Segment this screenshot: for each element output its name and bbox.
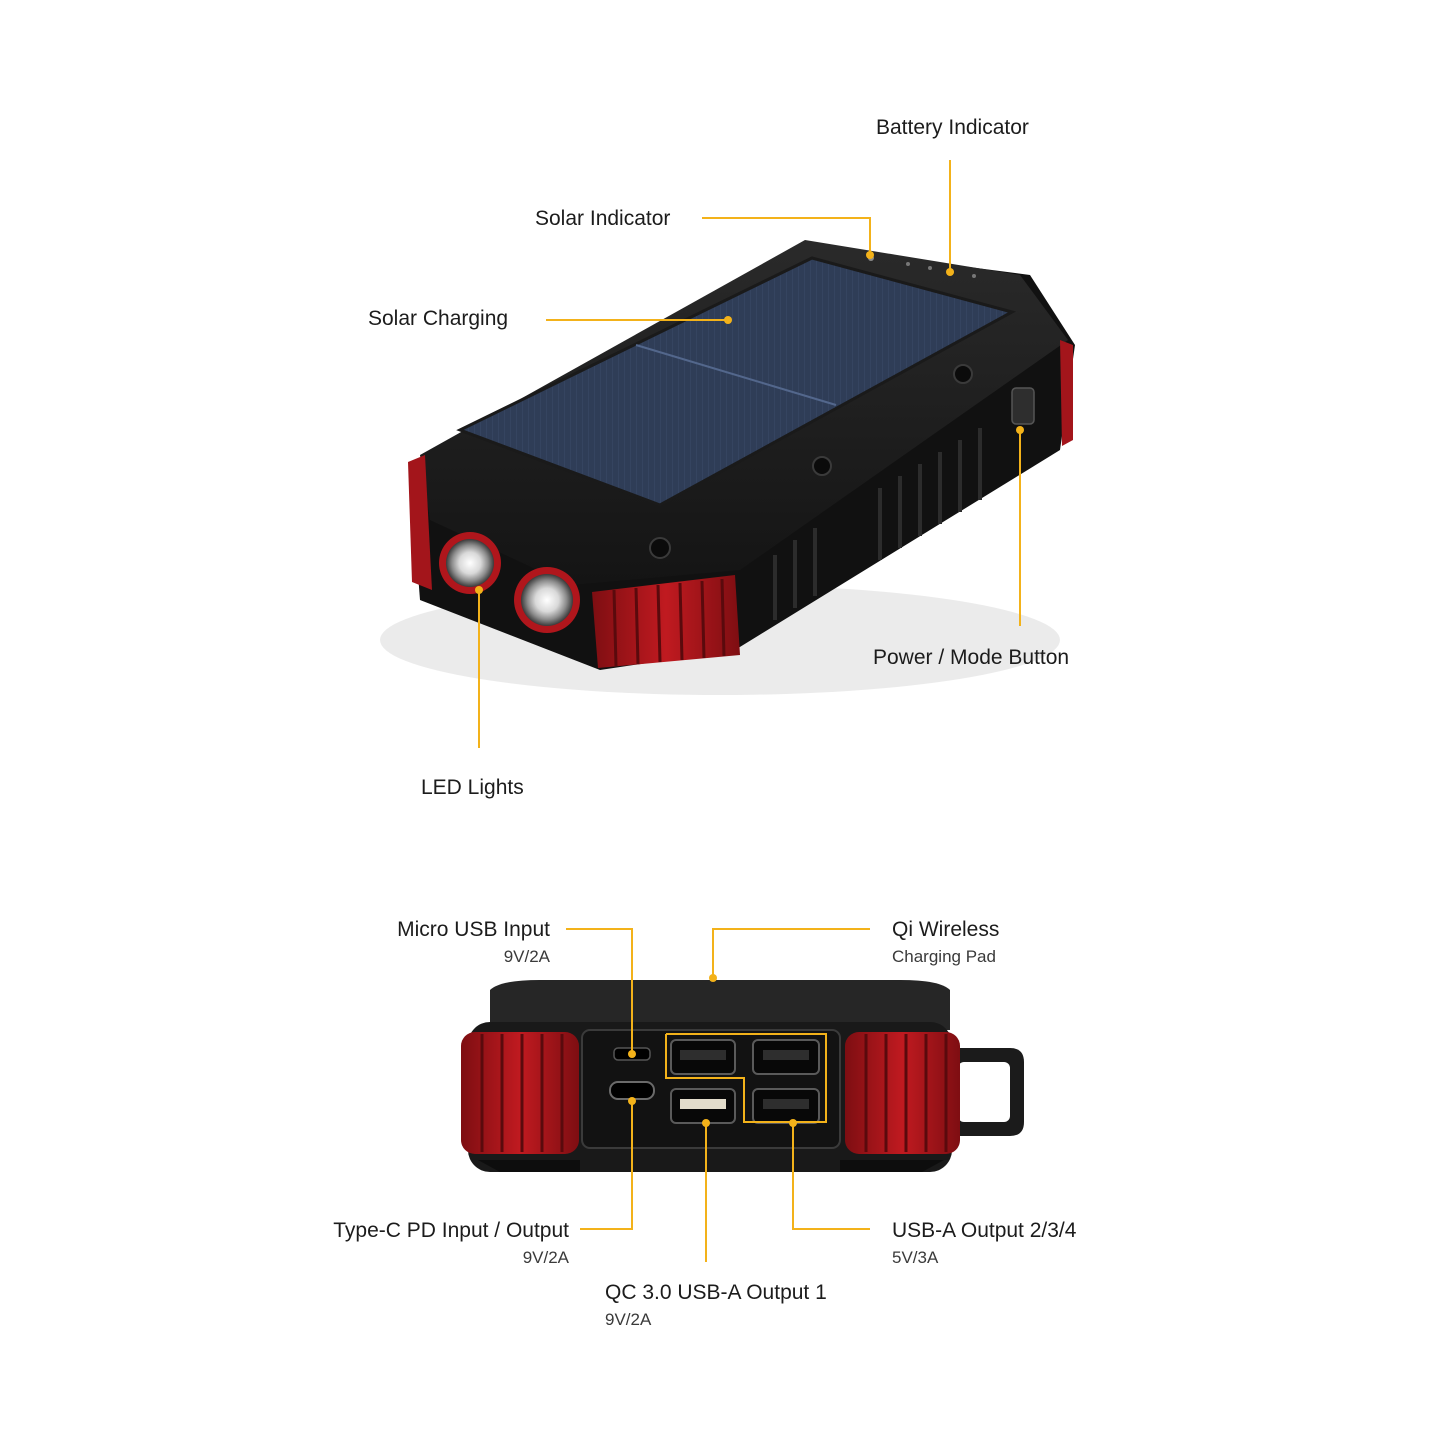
label-solar-indicator: Solar Indicator [535, 207, 670, 230]
label-usb-a-234-spec: 5V/3A [892, 1248, 939, 1267]
label-qc30-spec: 9V/2A [605, 1310, 652, 1329]
label-qi-wireless-title: Qi Wireless [892, 918, 999, 941]
type-c-port-icon [609, 1081, 655, 1100]
label-micro-usb-spec: 9V/2A [504, 947, 551, 966]
label-qi-wireless-spec: Charging Pad [892, 947, 996, 966]
label-led-lights: LED Lights [421, 776, 524, 799]
power-button-icon [1011, 387, 1035, 425]
callout-lines-top [475, 160, 1024, 748]
label-battery-indicator: Battery Indicator [876, 116, 1029, 139]
solar-panel-icon [456, 256, 1016, 507]
power-bank-side-view [461, 980, 1024, 1172]
usb-port-icon [670, 1039, 820, 1124]
callout-lines-side [566, 928, 870, 1262]
label-usb-a-234-title: USB-A Output 2/3/4 [892, 1219, 1077, 1242]
label-micro-usb-title: Micro USB Input [397, 918, 550, 941]
label-solar-charging: Solar Charging [368, 307, 508, 330]
led-light-icon [439, 532, 580, 633]
power-bank-top-view [380, 240, 1075, 695]
label-type-c-title: Type-C PD Input / Output [333, 1219, 569, 1242]
label-qc30-title: QC 3.0 USB-A Output 1 [605, 1281, 827, 1304]
label-power-mode-button: Power / Mode Button [873, 646, 1069, 669]
label-type-c-spec: 9V/2A [523, 1248, 570, 1267]
